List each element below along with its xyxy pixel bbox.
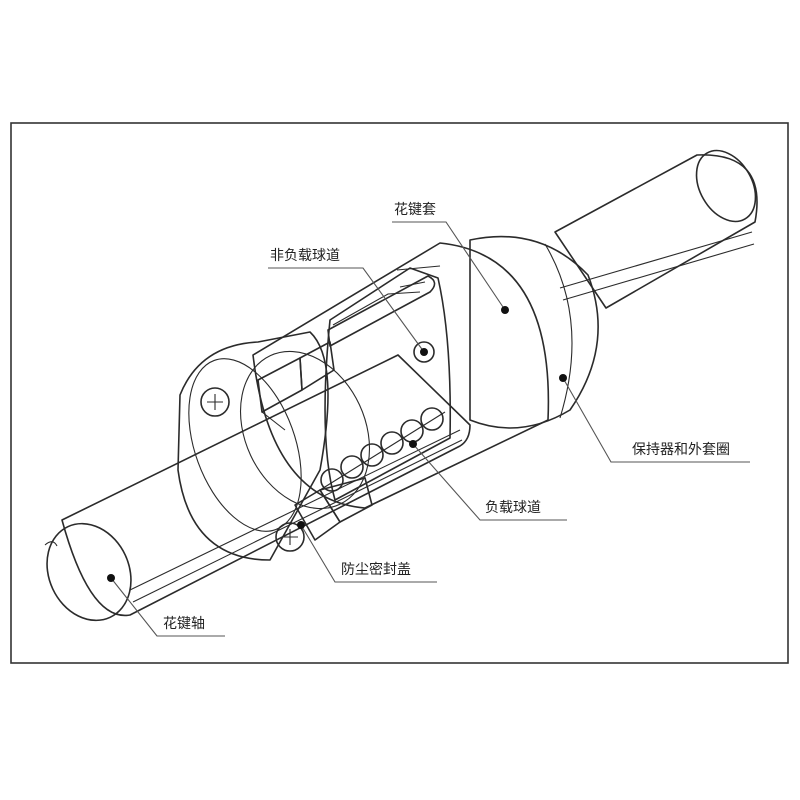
shaft-far-end	[554, 149, 758, 309]
upper-screw-icon	[200, 387, 230, 417]
retainer-outer-ring	[469, 235, 599, 429]
non-load-groove-ball	[413, 341, 435, 363]
label-non-load-groove: 非负载球道	[270, 248, 340, 264]
leader-load-groove	[409, 440, 567, 521]
label-spline-shaft: 花键轴	[163, 616, 205, 632]
spline-shaft	[44, 354, 471, 622]
diagram-frame	[10, 122, 789, 664]
spline-sleeve-body	[239, 242, 550, 510]
label-retainer-outer-ring: 保持器和外套圈	[632, 442, 730, 458]
label-dust-seal-cover: 防尘密封盖	[341, 562, 411, 578]
leader-spline-shaft	[107, 574, 225, 637]
label-load-groove: 负载球道	[485, 500, 541, 516]
lower-screw-icon	[275, 522, 305, 552]
cutaway-window	[324, 265, 452, 501]
front-end-cap	[177, 331, 329, 561]
leader-retainer-outer-ring	[559, 374, 750, 463]
upper-key-block	[257, 341, 335, 431]
leader-spline-sleeve	[392, 221, 509, 314]
leader-dust-seal-cover	[297, 521, 437, 583]
label-spline-sleeve: 花键套	[394, 202, 436, 218]
lower-key-block	[294, 477, 373, 541]
leader-non-load-groove	[268, 267, 428, 356]
